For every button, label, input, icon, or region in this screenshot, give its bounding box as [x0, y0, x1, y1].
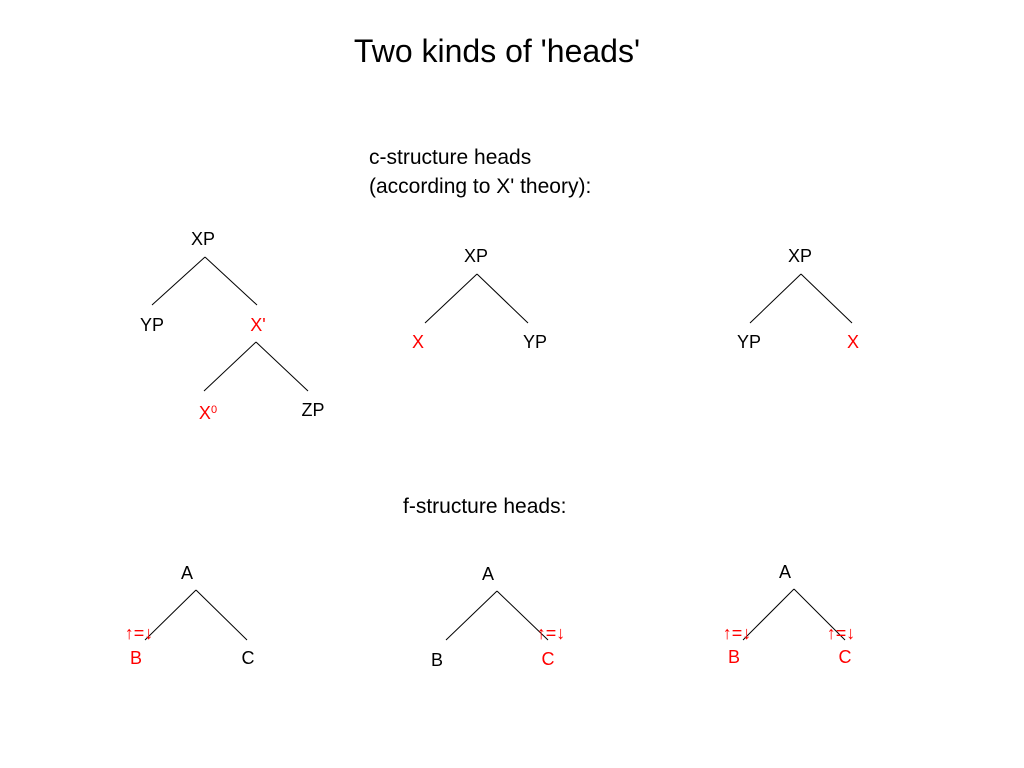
c-structure-heading: c-structure heads (according to X' theor… [369, 143, 591, 201]
ctree3-right-head: X [846, 332, 860, 352]
ctree1-child-left-label: X [198, 403, 211, 423]
edge-ftree2-left [445, 590, 498, 641]
ctree1-child-left-sup: 0 [210, 404, 218, 416]
ftree1-left-head: B [129, 648, 143, 668]
ftree1-right: C [241, 648, 255, 668]
ctree1-child-right: ZP [301, 400, 325, 420]
edge-ctree1-xbar-right [255, 341, 309, 392]
ftree3-left-head: B [727, 647, 741, 667]
ctree2-root: XP [463, 246, 489, 266]
ftree3-root: A [778, 562, 792, 582]
c-structure-heading-line2: (according to X' theory): [369, 175, 592, 198]
ftree3-right-annotation: ↑=↓ [826, 623, 856, 643]
edge-ftree1-right [195, 589, 248, 641]
edge-ctree1-root-left [151, 256, 206, 306]
ctree1-right-head: X' [250, 315, 266, 335]
slide-title: Two kinds of 'heads' [353, 33, 641, 69]
edge-ctree3-right [800, 273, 853, 324]
ftree3-right-head: C [838, 647, 852, 667]
edge-ctree3-left [749, 273, 802, 324]
ctree2-right: YP [522, 332, 548, 352]
ftree2-right-head: C [541, 649, 555, 669]
edge-ftree2-right [496, 590, 549, 641]
ctree1-child-left-head: X0 [199, 400, 217, 423]
ctree3-left: YP [736, 332, 762, 352]
ctree1-root: XP [190, 229, 216, 249]
f-structure-heading: f-structure heads: [403, 495, 567, 518]
ftree1-root: A [180, 563, 194, 583]
edge-ctree1-xbar-left [203, 341, 257, 392]
ftree2-left: B [430, 650, 444, 670]
edge-ctree1-root-right [204, 256, 258, 306]
ftree3-left-annotation: ↑=↓ [722, 623, 752, 643]
edge-ftree3-left [742, 588, 795, 641]
ftree2-root: A [481, 564, 495, 584]
ctree2-left-head: X [411, 332, 425, 352]
ctree1-left: YP [139, 315, 165, 335]
edge-ctree2-right [476, 273, 529, 324]
edge-ctree2-left [424, 273, 478, 324]
ftree2-right-annotation: ↑=↓ [536, 623, 566, 643]
c-structure-heading-line1: c-structure heads [369, 146, 532, 169]
edge-ftree1-left [144, 589, 197, 641]
ftree1-left-annotation: ↑=↓ [124, 623, 154, 643]
edge-ftree3-right [793, 588, 846, 641]
ctree3-root: XP [787, 246, 813, 266]
